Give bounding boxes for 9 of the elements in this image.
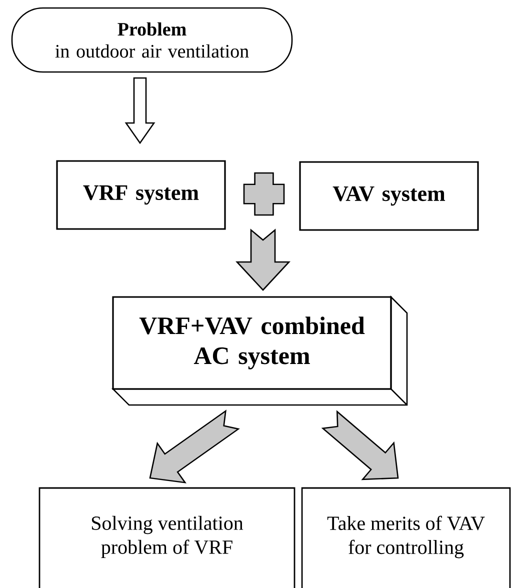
plus-symbol <box>243 172 285 216</box>
system-box: VRF system <box>56 160 226 230</box>
block-arrow <box>236 228 290 291</box>
result-box: Take merits of VAV for controlling <box>301 487 511 588</box>
block-box: VRF+VAV combined AC system <box>111 296 408 406</box>
block-arrow <box>124 77 156 144</box>
result-box: Solving ventilation problem of VRF <box>38 487 296 588</box>
problem-terminal: Problem in outdoor air ventilation <box>11 7 293 73</box>
system-box: VAV system <box>299 161 479 231</box>
